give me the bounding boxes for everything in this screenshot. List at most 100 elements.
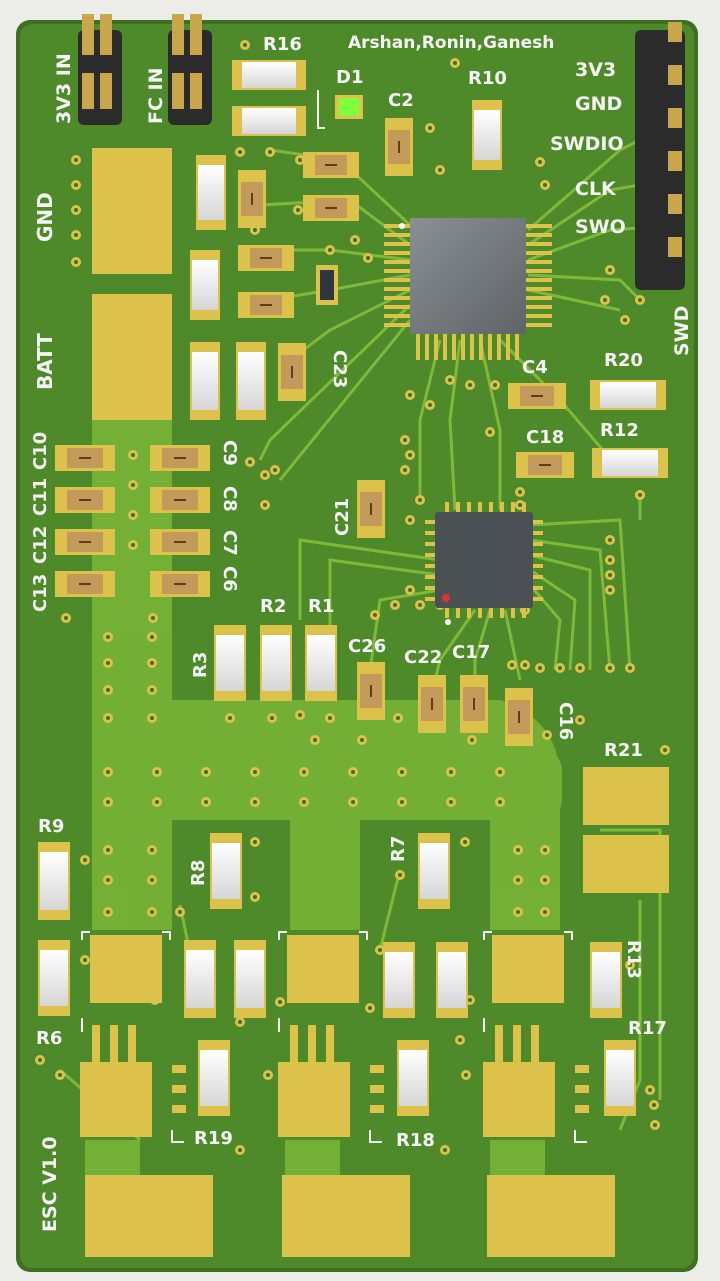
via-hole [296, 208, 300, 212]
mcu-pin [384, 269, 410, 273]
mcu-pin [526, 296, 552, 300]
ref-r21: R21 [604, 740, 643, 761]
via-hole [74, 260, 78, 264]
header-3v3-in [78, 14, 122, 125]
mcu-pin [526, 251, 552, 255]
ref-r18: R18 [396, 1130, 435, 1151]
via-hole [608, 666, 612, 670]
via-hole [408, 518, 412, 522]
via-hole [538, 160, 542, 164]
ref-r2: R2 [260, 596, 286, 617]
ref-c4: C4 [522, 357, 548, 378]
via-hole [623, 318, 627, 322]
resistor-body [438, 952, 466, 1008]
header-fc-in [168, 14, 212, 125]
via-hole [263, 473, 267, 477]
via-hole [448, 378, 452, 382]
resistor-body [242, 62, 296, 88]
via-hole [608, 268, 612, 272]
via-hole [443, 1148, 447, 1152]
ref-c18: C18 [526, 427, 564, 448]
driver-pin [425, 575, 435, 579]
via-hole [273, 468, 277, 472]
capacitor-mark [518, 711, 520, 723]
driver-pin [522, 502, 526, 512]
via-hole [253, 228, 257, 232]
via-hole [238, 1020, 242, 1024]
mcu-pin [497, 334, 501, 360]
via-hole [449, 800, 453, 804]
via-hole [328, 716, 332, 720]
capacitors [55, 118, 574, 746]
mcu-pin [384, 314, 410, 318]
resistor-body [242, 108, 296, 134]
resistor-body [602, 450, 658, 476]
ref-r19: R19 [194, 1128, 233, 1149]
ref-r1: R1 [308, 596, 334, 617]
driver-pin [533, 520, 543, 524]
driver-pin [425, 542, 435, 546]
mcu-pin [526, 278, 552, 282]
resistor-body [186, 950, 214, 1008]
via-hole [353, 238, 357, 242]
swd-label: SWD [671, 306, 693, 356]
via-hole [608, 538, 612, 542]
via-hole [458, 1038, 462, 1042]
mcu-pin [443, 334, 447, 360]
via-hole [516, 848, 520, 852]
resistor-body [212, 843, 240, 899]
driver-pin [533, 575, 543, 579]
via-hole [373, 613, 377, 617]
capacitor-mark [325, 164, 337, 166]
via-hole [253, 800, 257, 804]
ref-r8: R8 [188, 860, 209, 886]
driver-pin [489, 608, 493, 618]
via-hole [608, 573, 612, 577]
via-hole [131, 543, 135, 547]
via-hole [253, 840, 257, 844]
via-hole [155, 800, 159, 804]
capacitor-mark [174, 457, 186, 459]
via-hole [106, 635, 110, 639]
via-hole [468, 998, 472, 1002]
led-d1 [335, 95, 363, 119]
via-hole [298, 713, 302, 717]
driver-pin [425, 520, 435, 524]
via-hole [150, 661, 154, 665]
ref-r20: R20 [604, 350, 643, 371]
via-hole [400, 770, 404, 774]
small-dark-component [316, 265, 338, 305]
capacitor-mark [260, 257, 272, 259]
mcu-pin [526, 323, 552, 327]
ref-c17: C17 [452, 642, 490, 663]
capacitor-mark [473, 698, 475, 710]
resistor-body [262, 635, 290, 691]
silk-brackets [81, 90, 587, 1143]
mcu-pin [526, 233, 552, 237]
via-hole [663, 748, 667, 752]
resistor-body [600, 382, 656, 408]
resistor-body [474, 110, 500, 160]
via-hole [449, 770, 453, 774]
via-hole [360, 738, 364, 742]
driver-pin [500, 608, 504, 618]
via-hole [253, 895, 257, 899]
via-hole [268, 150, 272, 154]
mcu-pin [526, 242, 552, 246]
mcu-pin [384, 296, 410, 300]
via-hole [243, 43, 247, 47]
driver-pin [533, 597, 543, 601]
via-hole [603, 298, 607, 302]
via-hole [538, 666, 542, 670]
via-hole [248, 460, 252, 464]
driver-pin [489, 502, 493, 512]
mcu-pin [515, 334, 519, 360]
driver-pin [522, 608, 526, 618]
capacitor-mark [325, 207, 337, 209]
capacitor-mark [431, 698, 433, 710]
via-hole [150, 716, 154, 720]
resistors [38, 60, 668, 1116]
resistor-body [192, 260, 218, 310]
via-hole [510, 663, 514, 667]
via-hole [543, 910, 547, 914]
